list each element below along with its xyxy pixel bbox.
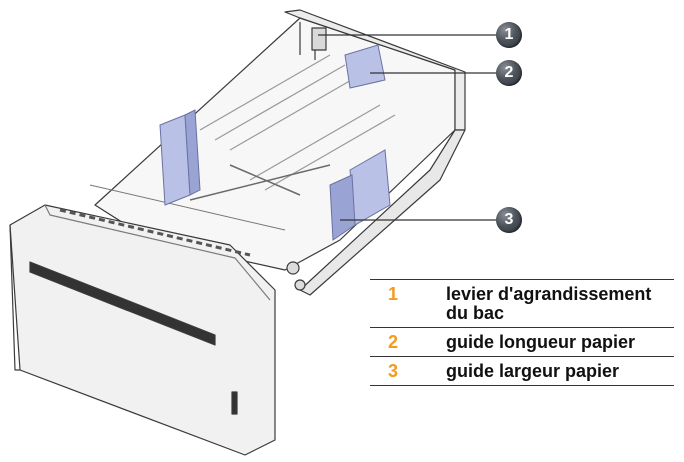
legend-row: 3 guide largeur papier bbox=[370, 356, 674, 386]
legend-label: guide longueur papier bbox=[446, 332, 636, 352]
tray-handle-slot bbox=[29, 261, 216, 346]
legend-number: 2 bbox=[388, 332, 399, 352]
legend-row: 2 guide longueur papier bbox=[370, 327, 674, 357]
legend-label: guide largeur papier bbox=[446, 361, 620, 381]
callout-badge-3: 3 bbox=[496, 207, 522, 233]
legend-label: levier d'agrandissement du bac bbox=[446, 284, 652, 323]
legend-number: 1 bbox=[388, 284, 399, 304]
tray-front-panel bbox=[9, 204, 276, 456]
callout-legend-table: 1 levier d'agrandissement du bac 2 guide… bbox=[370, 279, 674, 386]
length-guide bbox=[344, 44, 386, 89]
tray-right-wall bbox=[299, 129, 466, 296]
legend-number: 3 bbox=[388, 361, 399, 381]
callout-badge-1: 1 bbox=[496, 22, 522, 48]
legend-row: 1 levier d'agrandissement du bac bbox=[370, 279, 674, 328]
callout-badge-2: 2 bbox=[496, 60, 522, 86]
